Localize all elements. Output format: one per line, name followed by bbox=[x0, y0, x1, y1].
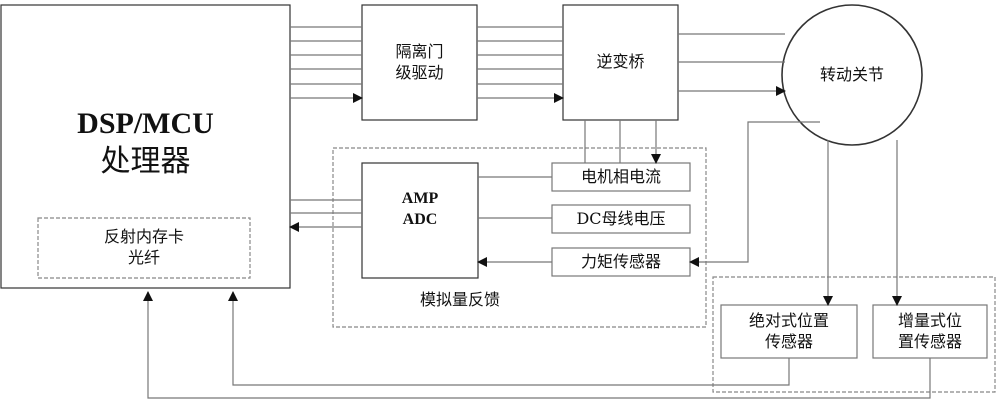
memory-card-label: 反射内存卡光纤 bbox=[38, 218, 250, 278]
memory-card-line2: 光纤 bbox=[127, 248, 160, 267]
memory-card-line1: 反射内存卡 bbox=[103, 227, 184, 247]
amp-adc-label: AMP ADC bbox=[362, 185, 478, 235]
gate-driver-label: 隔离门级驱动 bbox=[362, 5, 477, 120]
gate-line1: 隔离门 bbox=[395, 41, 444, 61]
joint-circle bbox=[781, 4, 923, 146]
dsp-box bbox=[0, 4, 291, 289]
joint-label: 转动关节 bbox=[819, 64, 884, 84]
abs-sensor-label: 绝对式位置传感器 bbox=[721, 305, 857, 358]
inc-line2: 置传感器 bbox=[897, 331, 962, 351]
memory-card-box bbox=[37, 217, 251, 279]
dsp-title-text: DSP/MCU bbox=[77, 107, 214, 140]
sensor-group-box bbox=[712, 276, 996, 393]
adc-text: ADC bbox=[402, 211, 438, 228]
dc-bus-box bbox=[551, 204, 691, 234]
gate-line2: 级驱动 bbox=[395, 62, 444, 82]
inverter-label: 逆变桥 bbox=[596, 52, 645, 72]
amp-adc-box bbox=[361, 162, 479, 279]
inc-sensor-label: 增量式位置传感器 bbox=[873, 305, 987, 358]
amp-text: AMP bbox=[401, 190, 439, 208]
torque-label: 力矩传感器 bbox=[580, 251, 661, 271]
dc-bus-label: DC母线电压 bbox=[576, 208, 666, 228]
dsp-subtitle: 处理器 bbox=[100, 144, 191, 178]
gate-driver-box bbox=[361, 4, 478, 121]
dsp-title: DSP/MCU 处理器 bbox=[1, 105, 290, 180]
inc-line1: 增量式位 bbox=[897, 310, 962, 330]
abs-line1: 绝对式位置 bbox=[748, 310, 829, 330]
analog-group-box bbox=[332, 147, 707, 328]
analog-group-label: 模拟量反馈 bbox=[419, 289, 500, 309]
phase-current-label: 电机相电流 bbox=[580, 166, 661, 186]
abs-line2: 传感器 bbox=[764, 331, 813, 351]
